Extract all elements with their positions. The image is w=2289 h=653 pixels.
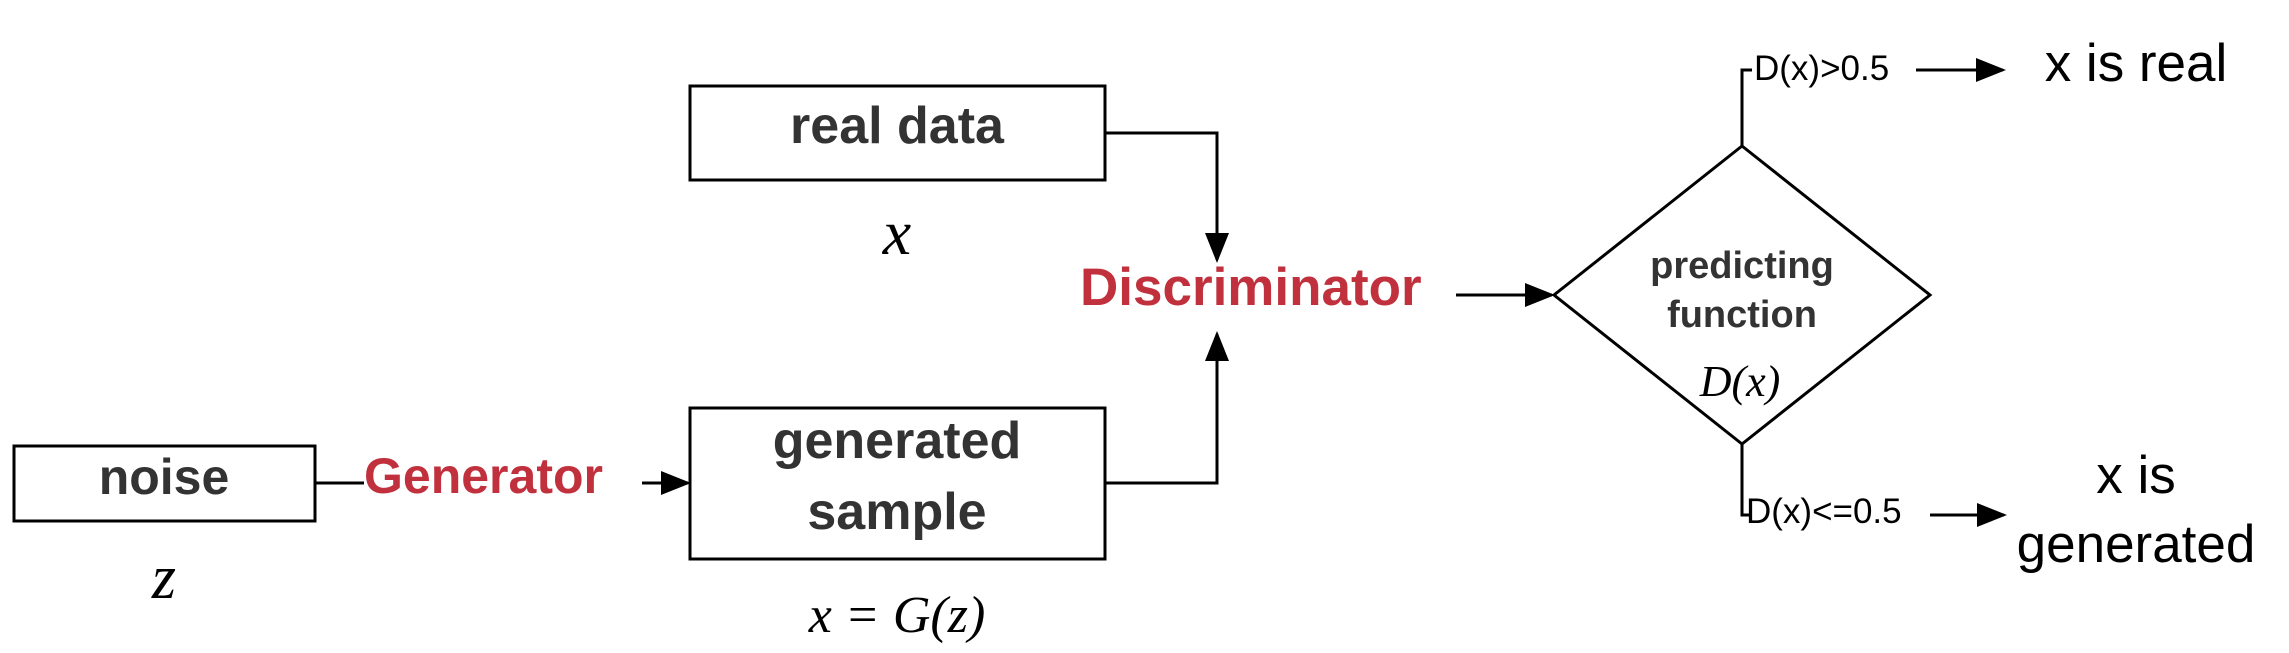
real-data-symbol: x [882, 197, 911, 268]
generated-branch-condition: D(x)<=0.5 [1746, 492, 1902, 531]
discriminator-label: Discriminator [1080, 258, 1422, 317]
real-data-box [688, 84, 1107, 182]
real-branch-connector [1740, 68, 1752, 146]
real-data-label: real data [790, 97, 1005, 155]
generated-sample-label-line2: sample [807, 483, 986, 541]
real-outcome-label: x is real [2045, 34, 2228, 93]
generated-outcome-line1: x is [2096, 446, 2176, 505]
real-data-to-discriminator-arrow [1105, 131, 1229, 263]
noise-symbol: z [151, 544, 176, 612]
generated-sample-formula: x = G(z) [808, 587, 986, 644]
generated-branch-connector [1740, 444, 1750, 517]
generated-sample-box [688, 406, 1107, 561]
generator-label: Generator [364, 448, 603, 504]
noise-box [12, 444, 317, 523]
predicting-function-label-line2: function [1667, 294, 1817, 336]
noise-label: noise [99, 449, 230, 505]
predicting-function-formula: D(x) [1699, 357, 1781, 406]
predicting-function-label-line1: predicting [1650, 245, 1834, 287]
sample-to-discriminator-arrow [1105, 331, 1229, 485]
generated-outcome-line2: generated [2017, 515, 2256, 574]
generated-sample-label-line1: generated [773, 412, 1022, 470]
real-branch-condition: D(x)>0.5 [1754, 49, 1889, 88]
